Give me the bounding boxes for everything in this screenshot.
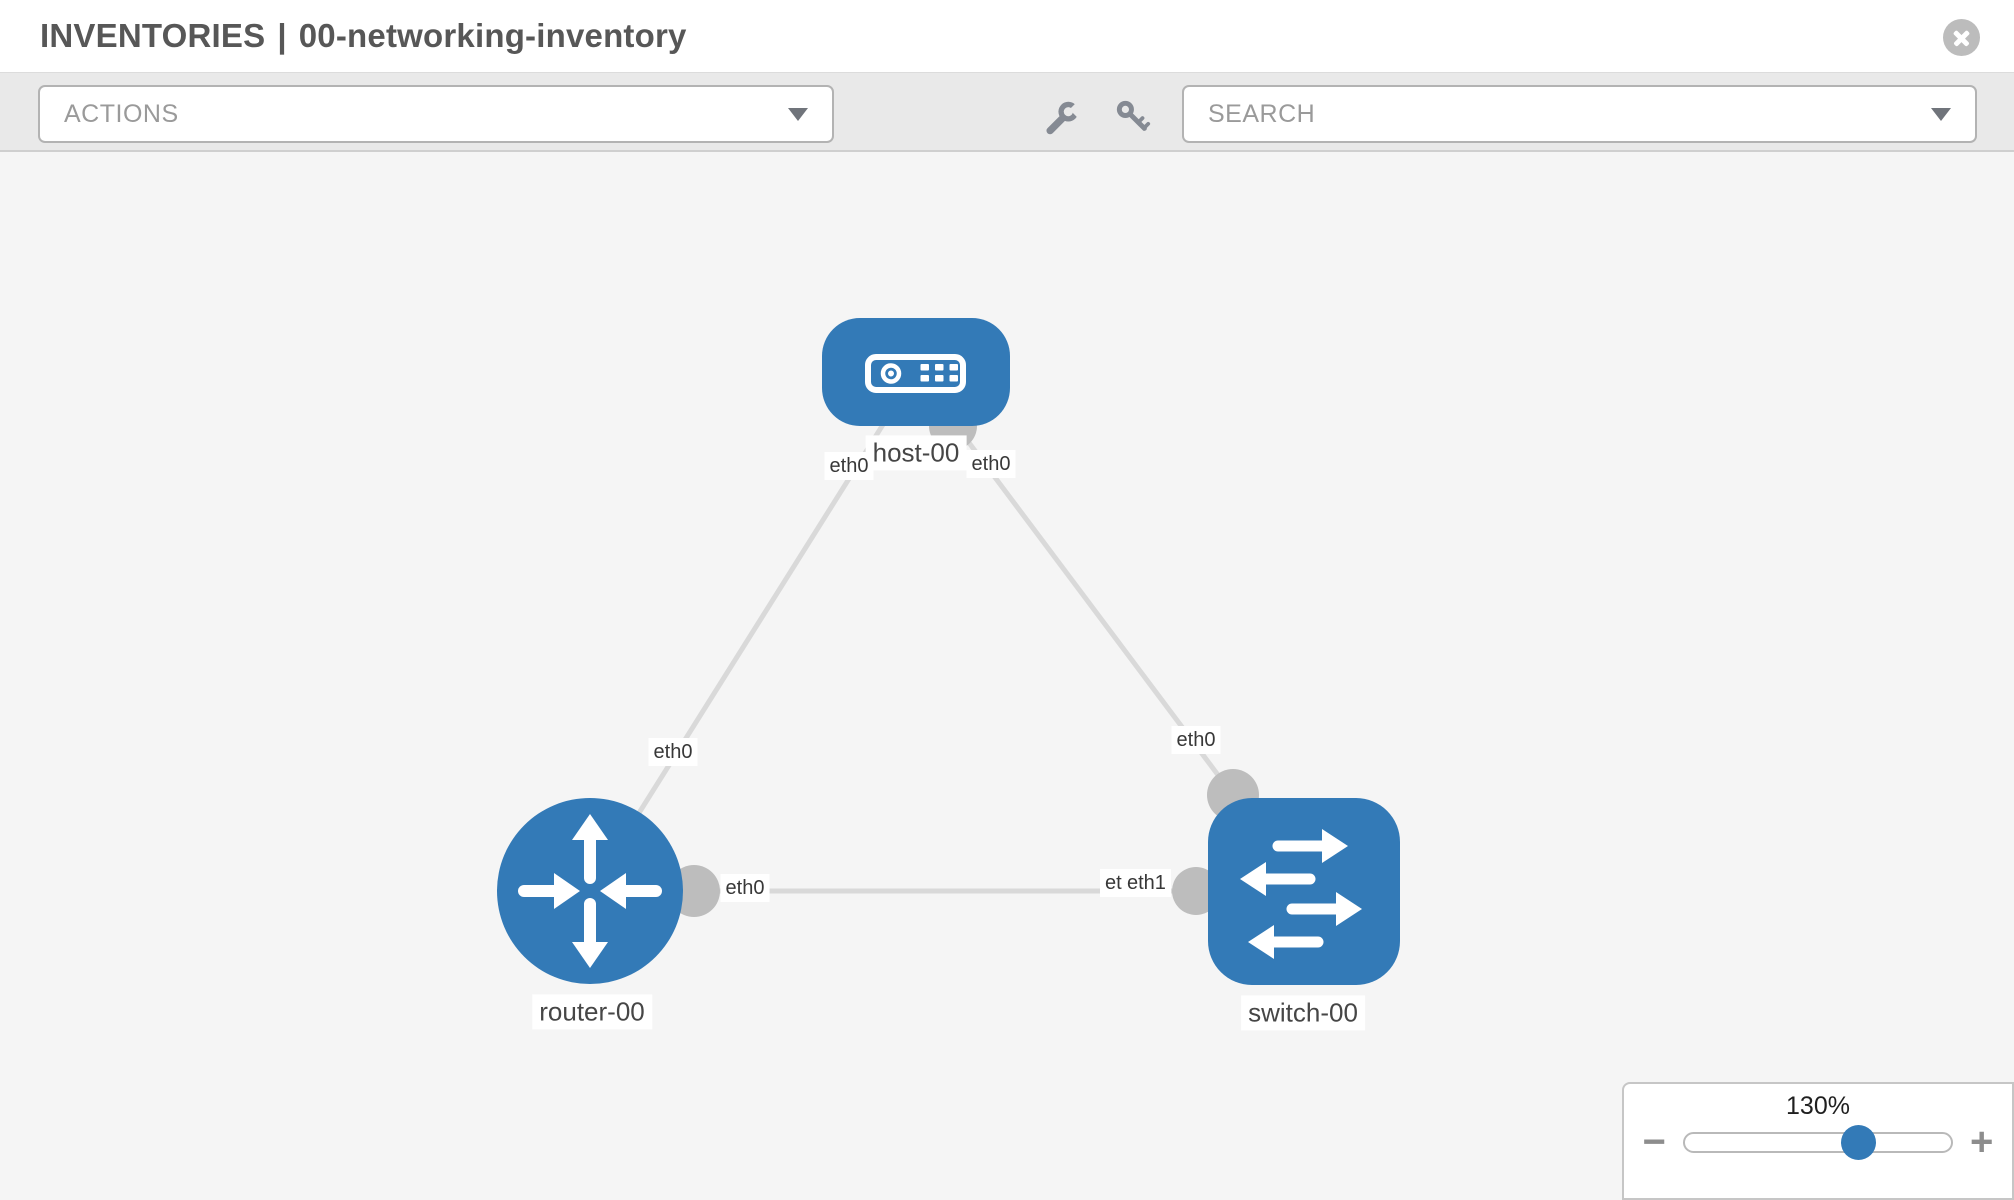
switch-icon xyxy=(1240,829,1362,959)
chevron-down-icon xyxy=(1931,108,1951,121)
iface-label-host-eth0-right: eth0 xyxy=(966,450,1016,478)
close-button[interactable] xyxy=(1943,19,1980,56)
chevron-down-icon xyxy=(788,108,808,121)
zoom-in-button[interactable]: + xyxy=(1970,1120,1994,1164)
search-dropdown[interactable]: SEARCH xyxy=(1182,85,1977,143)
router-icon xyxy=(518,814,662,968)
iface-label-switch-eth1: eth1 xyxy=(1122,869,1171,897)
node-switch-00[interactable] xyxy=(1208,798,1400,985)
key-icon xyxy=(1116,100,1151,131)
toolbar: ACTIONS xyxy=(0,72,2014,152)
actions-dropdown[interactable]: ACTIONS xyxy=(38,85,834,143)
topology-canvas[interactable]: host-00 router-00 switch-00 eth0 eth0 et… xyxy=(0,152,2014,1200)
zoom-out-button[interactable]: − xyxy=(1642,1120,1666,1164)
page-title-separator: | xyxy=(277,17,287,54)
credentials-button[interactable] xyxy=(1114,98,1152,136)
host-icon xyxy=(865,354,966,393)
node-label-switch-00: switch-00 xyxy=(1241,995,1365,1031)
zoom-slider-track[interactable] xyxy=(1683,1124,1953,1160)
page-title-section: INVENTORIES xyxy=(40,17,266,54)
wrench-icon xyxy=(1046,101,1085,135)
node-router-00[interactable] xyxy=(497,798,683,984)
iface-label-router-eth0-right: eth0 xyxy=(720,874,770,902)
iface-label-host-eth0-left: eth0 xyxy=(824,452,874,480)
iface-label-switch-eth0-top: eth0 xyxy=(1171,726,1221,754)
zoom-control-panel: 130% − + xyxy=(1622,1082,2014,1200)
node-label-host-00: host-00 xyxy=(865,435,967,471)
search-placeholder: SEARCH xyxy=(1208,99,1316,128)
iface-label-router-eth0-top: eth0 xyxy=(648,738,698,766)
inventory-name: 00-networking-inventory xyxy=(298,17,687,54)
node-label-router-00: router-00 xyxy=(532,994,652,1030)
actions-dropdown-label: ACTIONS xyxy=(64,99,179,128)
configure-button[interactable] xyxy=(1044,98,1085,136)
zoom-level-value: 130% xyxy=(1786,1092,1850,1120)
zoom-slider-handle[interactable] xyxy=(1841,1124,1876,1160)
node-host-00[interactable] xyxy=(822,318,1010,426)
page-title: INVENTORIES | 00-networking-inventory xyxy=(40,0,687,72)
header: INVENTORIES | 00-networking-inventory xyxy=(0,0,2014,72)
